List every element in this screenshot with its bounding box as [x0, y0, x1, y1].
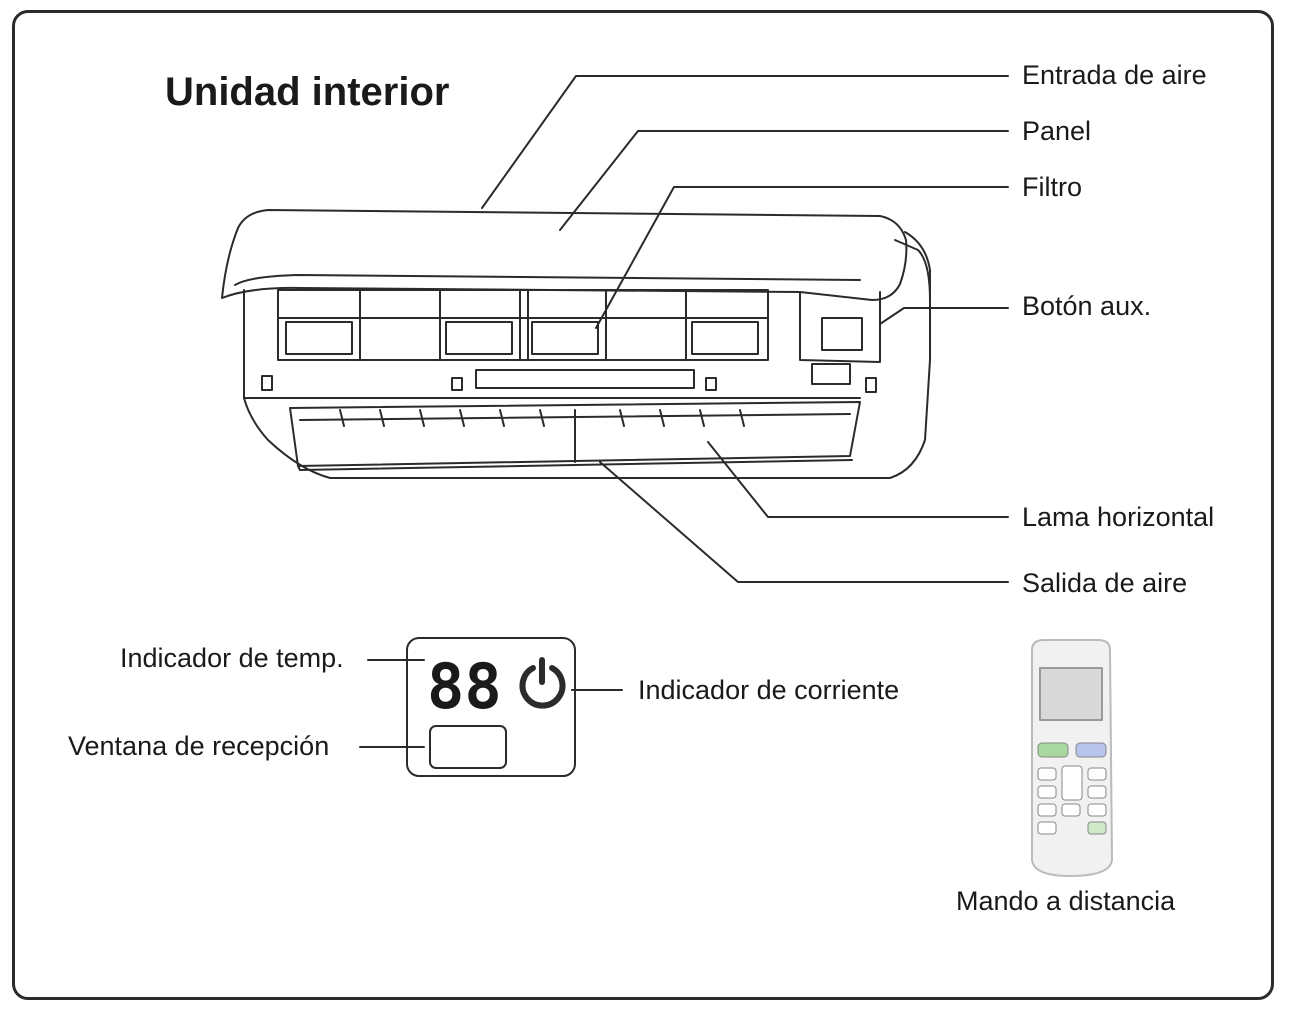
label-horizontal-louver: Lama horizontal: [1022, 502, 1215, 532]
leader-filter: [595, 186, 1009, 329]
label-panel: Panel: [1022, 116, 1092, 146]
label-air-outlet: Salida de aire: [1022, 568, 1188, 598]
aux-button: [821, 317, 863, 351]
remote-onoff-button: [1037, 742, 1069, 758]
leader-air-inlet: [481, 75, 1009, 209]
label-aux-button: Botón aux.: [1022, 291, 1152, 321]
front-panel: [221, 209, 908, 301]
leader-air-outlet: [599, 461, 1009, 583]
indoor-unit: [221, 209, 931, 479]
label-temp-indicator: Indicador de temp.: [120, 643, 344, 673]
receiver-window: [429, 725, 507, 769]
leader-aux-button: [879, 307, 1009, 325]
temp-digits: 88: [427, 650, 502, 723]
power-icon: [519, 665, 566, 709]
diagram-frame: [12, 10, 1274, 1000]
remote-screen: [1039, 667, 1103, 721]
remote-mode-button: [1075, 742, 1107, 758]
leader-lines: [359, 75, 1009, 748]
label-power-indicator: Indicador de corriente: [638, 675, 900, 705]
label-receiver-window: Ventana de recepción: [68, 731, 330, 761]
remote-control: [1031, 639, 1113, 877]
diagram-title: Unidad interior: [165, 70, 450, 114]
filter-grid: [277, 289, 769, 361]
horizontal-louver: [289, 401, 861, 467]
leader-panel: [559, 130, 1009, 231]
leader-horizontal-louver: [707, 441, 1009, 518]
label-remote-control: Mando a distancia: [956, 886, 1176, 916]
display-panel: [406, 637, 576, 777]
label-filter: Filtro: [1022, 172, 1082, 202]
label-air-inlet: Entrada de aire: [1022, 60, 1207, 90]
